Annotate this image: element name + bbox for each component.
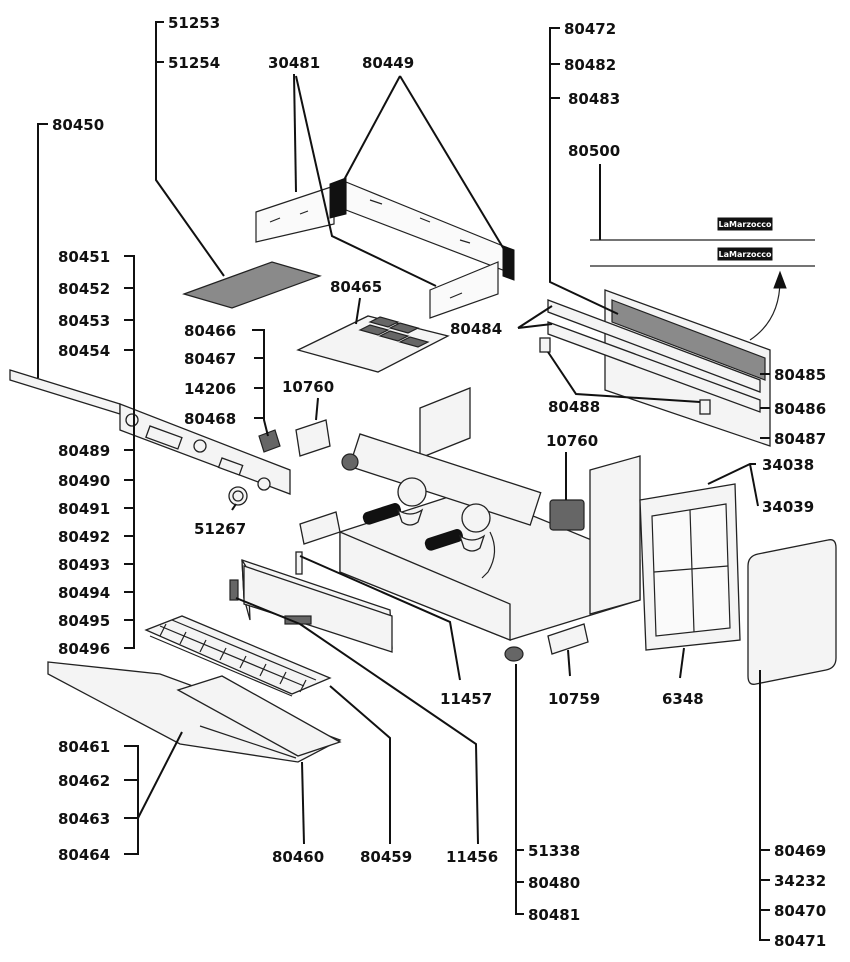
front-panel xyxy=(229,551,393,653)
label-80492: 80492 xyxy=(58,528,110,546)
label-11456: 11456 xyxy=(446,848,498,866)
label-80466: 80466 xyxy=(184,322,236,340)
label-80450: 80450 xyxy=(52,116,104,134)
label-80496: 80496 xyxy=(58,640,110,658)
label-80481: 80481 xyxy=(528,906,580,924)
label-10759: 10759 xyxy=(548,690,600,708)
steam-wand xyxy=(481,531,496,579)
label-80485: 80485 xyxy=(774,366,826,384)
cup-warmer-mesh xyxy=(182,261,322,309)
label-80461: 80461 xyxy=(58,738,110,756)
label-80486: 80486 xyxy=(774,400,826,418)
label-11457: 11457 xyxy=(440,690,492,708)
drip-tray xyxy=(47,661,342,763)
label-80464: 80464 xyxy=(58,846,110,864)
leader-lines xyxy=(37,21,770,941)
label-80495: 80495 xyxy=(58,612,110,630)
label-51267: 51267 xyxy=(194,520,246,538)
logo-strips: LaMarzocco LaMarzocco xyxy=(590,217,815,267)
label-80493: 80493 xyxy=(58,556,110,574)
label-80460: 80460 xyxy=(272,848,324,866)
drip-grate xyxy=(144,615,332,697)
top-cover-plate xyxy=(296,315,450,373)
label-80463: 80463 xyxy=(58,810,110,828)
side-bracket-10760-right xyxy=(549,499,585,531)
label-80472: 80472 xyxy=(564,20,616,38)
portafilter-left xyxy=(362,503,424,526)
label-80449: 80449 xyxy=(362,54,414,72)
side-frame-6348 xyxy=(639,483,741,651)
cup-rail-glass-panels xyxy=(255,181,509,319)
label-80483: 80483 xyxy=(568,90,620,108)
bracket-10760-loose xyxy=(299,511,341,545)
curved-arrow xyxy=(749,270,787,341)
label-80491: 80491 xyxy=(58,500,110,518)
label-80459: 80459 xyxy=(360,848,412,866)
machine-frame xyxy=(339,387,641,641)
label-80467: 80467 xyxy=(184,350,236,368)
small-bracket-80466 xyxy=(258,429,281,453)
label-80484: 80484 xyxy=(450,320,502,338)
label-80480: 80480 xyxy=(528,874,580,892)
side-bracket-10760-left xyxy=(295,419,331,457)
label-80465: 80465 xyxy=(330,278,382,296)
label-80469: 80469 xyxy=(774,842,826,860)
label-10760-right: 10760 xyxy=(546,432,598,450)
label-34039: 34039 xyxy=(762,498,814,516)
label-80453: 80453 xyxy=(58,312,110,330)
rear-side-panel xyxy=(539,289,771,447)
front-control-rail xyxy=(9,369,291,495)
label-80500: 80500 xyxy=(568,142,620,160)
panel-clip-10759 xyxy=(547,623,589,655)
portafilter-right xyxy=(424,529,486,552)
glass-clip-right xyxy=(502,245,515,281)
label-80452: 80452 xyxy=(58,280,110,298)
label-80489: 80489 xyxy=(58,442,110,460)
control-knob xyxy=(228,486,248,506)
logo-text-top: LaMarzocco xyxy=(719,220,772,229)
label-80488: 80488 xyxy=(548,398,600,416)
side-glass-panel xyxy=(747,539,837,685)
label-6348: 6348 xyxy=(662,690,704,708)
label-80490: 80490 xyxy=(58,472,110,490)
label-34038: 34038 xyxy=(762,456,814,474)
label-80470: 80470 xyxy=(774,902,826,920)
label-14206: 14206 xyxy=(184,380,236,398)
logo-text-bottom: LaMarzocco xyxy=(719,250,772,259)
machine-foot xyxy=(504,646,524,662)
label-30481: 30481 xyxy=(268,54,320,72)
label-80462: 80462 xyxy=(58,772,110,790)
label-34232: 34232 xyxy=(774,872,826,890)
label-80494: 80494 xyxy=(58,584,110,602)
label-51338: 51338 xyxy=(528,842,580,860)
label-10760-left: 10760 xyxy=(282,378,334,396)
label-51254: 51254 xyxy=(168,54,220,72)
label-80468: 80468 xyxy=(184,410,236,428)
group-heads xyxy=(341,453,491,533)
label-80451: 80451 xyxy=(58,248,110,266)
glass-clip-left xyxy=(329,177,347,219)
label-80454: 80454 xyxy=(58,342,110,360)
label-80487: 80487 xyxy=(774,430,826,448)
label-51253: 51253 xyxy=(168,14,220,32)
label-80482: 80482 xyxy=(564,56,616,74)
label-80471: 80471 xyxy=(774,932,826,950)
part-number-labels: 51253 51254 30481 80449 80472 80482 8048… xyxy=(52,14,826,950)
